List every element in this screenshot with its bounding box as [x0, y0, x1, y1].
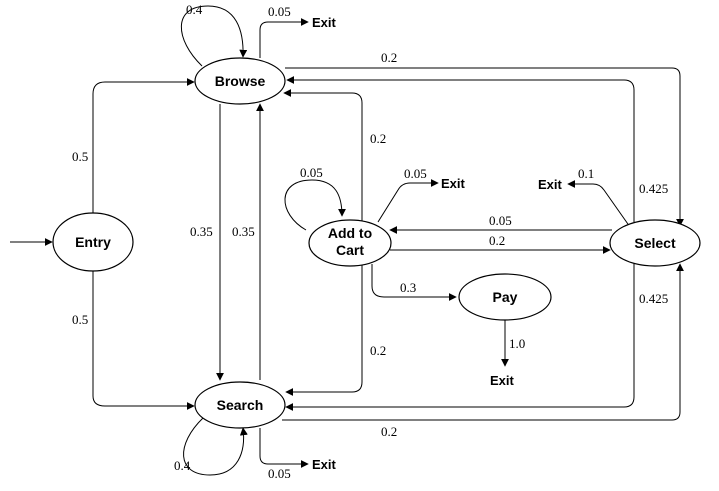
node-search-label: Search [217, 397, 264, 413]
edge-browse-exit [259, 18, 309, 58]
prob-search-browse: 0.35 [232, 224, 255, 239]
prob-browse-self: 0.4 [186, 2, 203, 17]
prob-search-select: 0.2 [381, 424, 397, 439]
exit-label-select: Exit [538, 177, 563, 192]
node-browse-label: Browse [215, 73, 266, 89]
edge-cart-search [285, 264, 363, 396]
edge-search-self [183, 417, 248, 476]
prob-browse-exit: 0.05 [268, 4, 291, 19]
node-select-label: Select [634, 235, 676, 251]
edge-search-select [282, 263, 684, 421]
node-pay-label: Pay [493, 289, 518, 305]
edge-cart-pay [371, 264, 457, 301]
node-entry: Entry [52, 212, 134, 272]
edge-entry-browse [92, 78, 195, 213]
prob-search-exit: 0.05 [268, 466, 291, 481]
exit-label-cart: Exit [441, 176, 466, 191]
edge-select-search [285, 262, 635, 411]
node-entry-label: Entry [75, 234, 111, 250]
node-add-to-cart-label-line1: Add to [328, 225, 372, 241]
prob-cart-exit: 0.05 [404, 166, 427, 181]
prob-select-browse: 0.425 [639, 181, 668, 196]
edge-cart-exit [377, 179, 439, 223]
prob-search-self: 0.4 [174, 458, 191, 473]
prob-browse-select: 0.2 [381, 50, 397, 65]
prob-select-exit: 0.1 [578, 166, 594, 181]
prob-browse-search: 0.35 [190, 224, 213, 239]
edge-select-browse [286, 76, 635, 222]
node-select: Select [609, 219, 701, 267]
edge-search-exit [259, 428, 309, 468]
edge-select-exit [567, 180, 631, 228]
prob-cart-self: 0.05 [300, 165, 323, 180]
edge-browse-self [180, 5, 248, 67]
edge-browse-select [285, 67, 684, 227]
node-search: Search [194, 381, 286, 429]
prob-cart-search: 0.2 [370, 343, 386, 358]
node-add-to-cart: Add to Cart [308, 219, 392, 267]
edge-cart-self [284, 179, 346, 231]
prob-entry-search: 0.5 [72, 312, 88, 327]
prob-select-cart: 0.05 [489, 213, 512, 228]
node-add-to-cart-label-line2: Cart [336, 242, 364, 258]
prob-select-search: 0.425 [639, 291, 668, 306]
prob-cart-pay: 0.3 [400, 280, 416, 295]
exit-label-search: Exit [312, 457, 337, 472]
prob-pay-exit: 1.0 [509, 336, 525, 351]
exit-label-browse: Exit [312, 15, 337, 30]
edge-cart-browse [283, 89, 363, 222]
node-browse: Browse [194, 57, 286, 105]
prob-cart-browse: 0.2 [370, 131, 386, 146]
node-pay: Pay [458, 273, 552, 321]
exit-label-pay: Exit [490, 373, 515, 388]
prob-cart-select: 0.2 [489, 233, 505, 248]
prob-entry-browse: 0.5 [72, 149, 88, 164]
edge-entry-search [92, 270, 195, 410]
